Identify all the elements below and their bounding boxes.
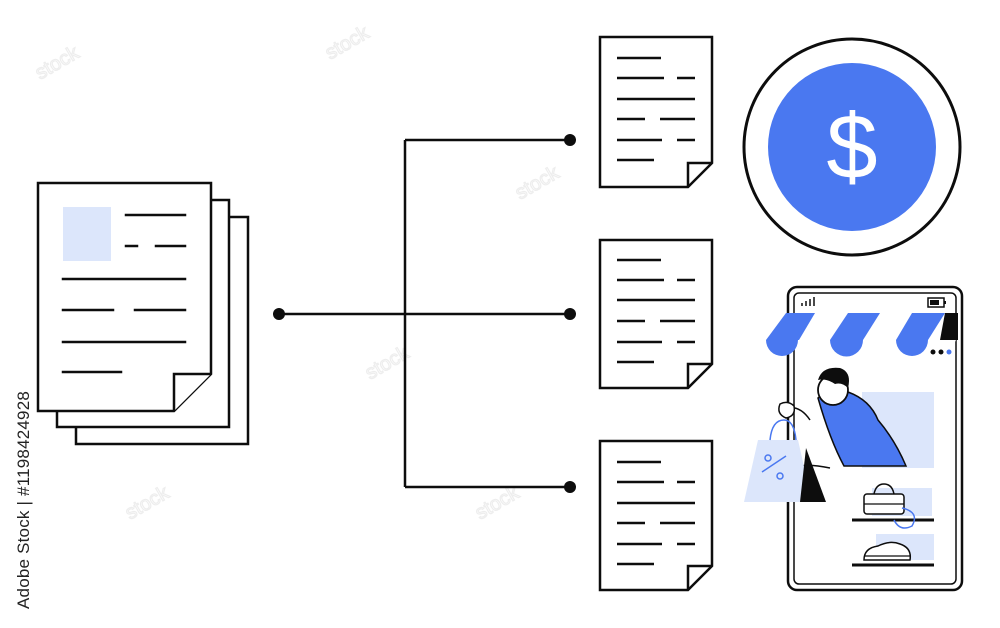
svg-text:stock: stock [122,481,174,524]
document-icon-bottom [598,439,714,592]
shopping-bag-icon [744,419,826,502]
stock-id-watermark: Adobe Stock | #1198424928 [14,391,33,609]
shelf-bag [852,483,934,529]
document-icon-middle [598,238,714,390]
connector-dot-middle [564,308,576,320]
shop-awning [766,313,958,357]
dollar-sign: $ [826,96,877,198]
mobile-shop-icon [744,285,964,592]
shopper-figure [778,367,908,471]
connector-dot-top [564,134,576,146]
connector-dots [273,134,576,493]
connector-dot-bottom [564,481,576,493]
battery-icon [927,297,946,308]
svg-text:stock: stock [32,41,84,84]
svg-text:stock: stock [512,161,564,204]
document-icon-top [598,35,714,189]
signal-icon [801,297,815,306]
dollar-coin-icon: $ [742,37,962,257]
document-stack-icon [36,181,250,446]
shelf-shoe [852,541,934,567]
photo-placeholder [63,207,111,261]
connector-dot-source [273,308,285,320]
connector-tree [279,138,570,489]
svg-text:stock: stock [322,21,374,64]
